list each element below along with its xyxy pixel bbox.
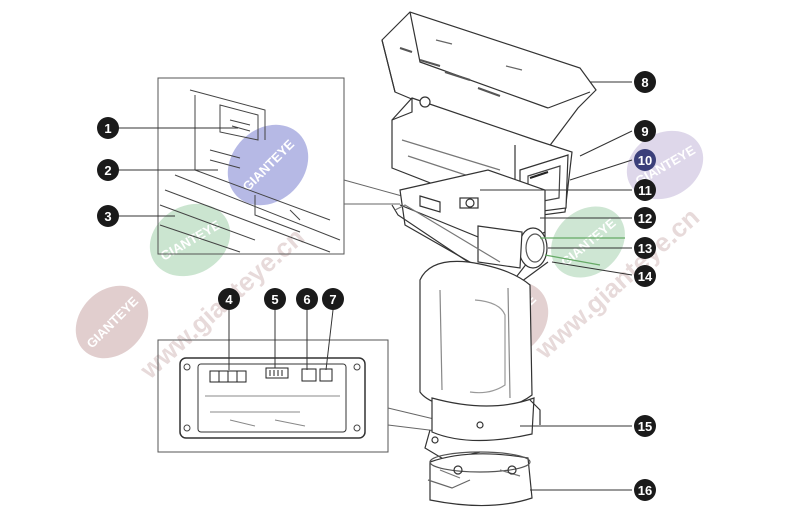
callout-label: 10 [638, 153, 652, 168]
callout-label: 12 [638, 211, 652, 226]
pan-tilt-body [419, 260, 533, 411]
callout-label: 9 [641, 124, 648, 139]
watermark-logo-purple-right: GIANTEYE [626, 130, 704, 200]
callout-label: 15 [638, 419, 652, 434]
callout-13: 13 [634, 237, 656, 259]
callout-label: 2 [104, 163, 111, 178]
pan-ring [431, 397, 535, 442]
callout-label: 1 [104, 121, 111, 136]
callout-7: 7 [322, 288, 344, 310]
callout-label: 14 [638, 269, 653, 284]
leader-lines [118, 81, 633, 491]
lens-highlight [540, 237, 625, 266]
callout-label: 6 [303, 292, 310, 307]
callout-16: 16 [634, 479, 656, 501]
callout-badges: 1 2 3 4 5 6 7 8 [97, 71, 656, 501]
callout-8: 8 [634, 71, 656, 93]
callout-4: 4 [218, 288, 240, 310]
callout-label: 4 [225, 292, 233, 307]
callout-12: 12 [634, 207, 656, 229]
detail-inset-bottom [157, 339, 481, 453]
callout-11: 11 [634, 179, 656, 201]
callout-10: 10 [634, 149, 656, 171]
callout-6: 6 [296, 288, 318, 310]
callout-label: 7 [329, 292, 336, 307]
callout-14: 14 [634, 265, 656, 287]
watermark-logo-purple: GIANTEYE [227, 124, 309, 206]
callout-label: 13 [638, 241, 652, 256]
detail-inset-top [157, 77, 403, 255]
callout-label: 11 [638, 183, 652, 198]
callout-9: 9 [634, 120, 656, 142]
callout-5: 5 [264, 288, 286, 310]
callout-3: 3 [97, 205, 119, 227]
callout-label: 16 [638, 483, 652, 498]
watermark-logo-pink-left: GIANTEYE [75, 285, 149, 359]
watermark-logo-green-left: GIANTEYE [149, 203, 231, 277]
callout-label: 3 [104, 209, 111, 224]
callout-label: 5 [271, 292, 278, 307]
callout-label: 8 [641, 75, 648, 90]
base-mount [429, 453, 533, 507]
callout-2: 2 [97, 159, 119, 181]
camera-assembly [381, 11, 597, 507]
callout-1: 1 [97, 117, 119, 139]
callout-15: 15 [634, 415, 656, 437]
